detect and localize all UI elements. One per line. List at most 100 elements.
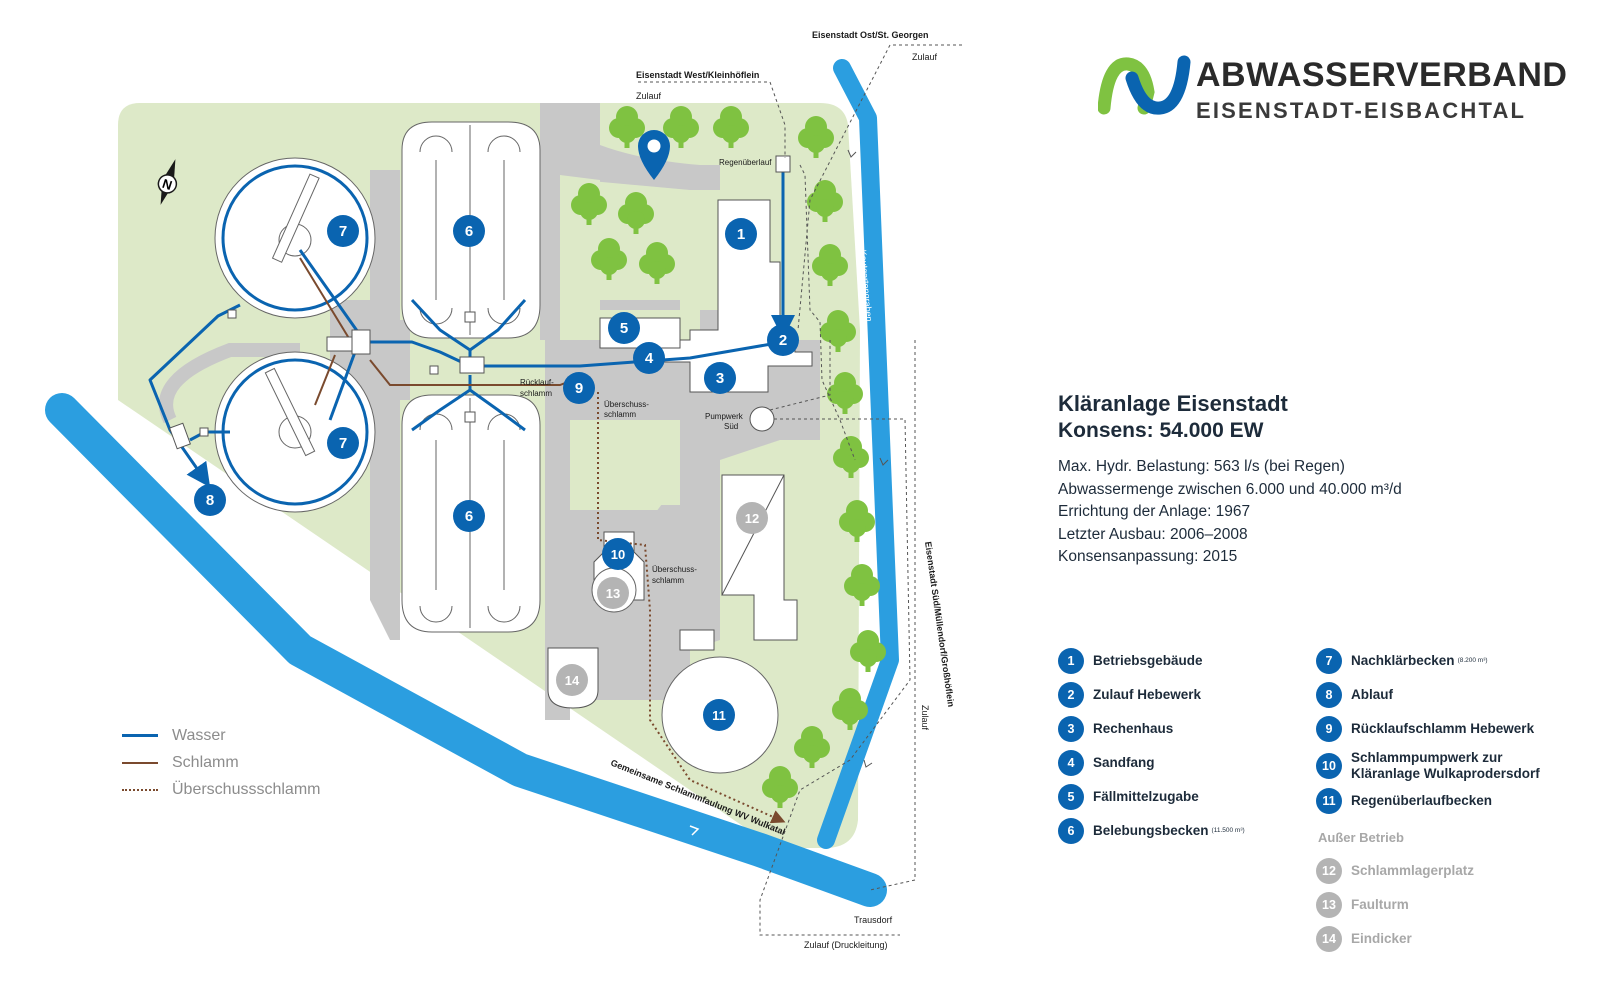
map-marker-7: 7 <box>327 215 359 247</box>
tree-icon <box>663 106 699 148</box>
label-ueberschuss-2a: Überschuss- <box>652 565 697 574</box>
legend-label: Sandfang <box>1093 755 1155 770</box>
map-marker-12: 12 <box>736 502 768 534</box>
label-sued-zulauf: Zulauf <box>920 705 930 731</box>
tree-icon <box>794 726 830 768</box>
tree-icon <box>591 238 627 280</box>
legend-note: (8.200 m³) <box>1457 657 1488 664</box>
info-line: Konsensanpassung: 2015 <box>1058 548 1238 565</box>
map-marker-10: 10 <box>602 538 634 570</box>
legend-note: (11.500 m³) <box>1211 827 1245 834</box>
tree-icon <box>609 106 645 148</box>
legend-number: 2 <box>1058 682 1084 708</box>
info-line: Max. Hydr. Belastung: 563 l/s (bei Regen… <box>1058 458 1345 475</box>
label-zulauf-west-sub: Zulauf <box>636 91 662 101</box>
svg-text:7: 7 <box>339 435 347 452</box>
legend-label: Regenüberlaufbecken <box>1351 793 1493 808</box>
line-legend-excess-label: Überschussschlamm <box>172 780 321 798</box>
legend-number: 10 <box>1316 753 1342 779</box>
svg-text:5: 5 <box>620 320 628 337</box>
legend-label: Schlammlagerplatz <box>1351 863 1475 878</box>
svg-text:1: 1 <box>737 226 745 243</box>
legend-number: 13 <box>1316 892 1342 918</box>
label-ueberschuss-1a: Überschuss- <box>604 400 649 409</box>
svg-text:12: 12 <box>745 511 759 526</box>
pumpwerk-sued <box>749 406 775 432</box>
line-legend-water: Wasser <box>122 722 362 749</box>
north-arrow: N <box>157 159 178 205</box>
legend-item: 10 Schlammpumpwerk zur Kläranlage Wulkapr… <box>1316 750 1556 782</box>
label-ruecklauf-2: schlamm <box>520 389 552 398</box>
label-trausdorf: Trausdorf <box>854 915 893 925</box>
label-pumpwerk-2: Süd <box>724 422 738 431</box>
legend-number: 6 <box>1058 818 1084 844</box>
label-ueberschuss-2b: schlamm <box>652 576 684 585</box>
svg-text:2: 2 <box>779 332 787 349</box>
label-trausdorf-sub: Zulauf (Druckleitung) <box>804 940 888 950</box>
legend-label: Rücklaufschlamm Hebewerk <box>1351 721 1535 736</box>
roads <box>330 103 820 720</box>
tree-icon <box>833 436 869 478</box>
excess-sludge-pipes <box>597 392 786 824</box>
label-ruecklauf-1: Rücklauf- <box>520 378 554 387</box>
svg-text:13: 13 <box>606 586 620 601</box>
svg-text:9: 9 <box>575 380 583 397</box>
legend-item: 4 Sandfang <box>1058 750 1155 776</box>
info-title: Kläranlage Eisenstadt <box>1058 391 1288 416</box>
map-marker-7: 7 <box>327 427 359 459</box>
location-pin-icon <box>638 130 670 180</box>
svg-text:14: 14 <box>565 673 580 688</box>
tree-icon <box>571 183 607 225</box>
legend-label: Schlammpumpwerk zur Kläranlage Wulkaprod… <box>1351 750 1540 781</box>
label-sued: Eisenstadt Süd/Müllendorf/Großhöflein <box>923 541 956 708</box>
svg-text:6: 6 <box>465 223 473 240</box>
clarifier-top <box>214 157 376 319</box>
map-marker-5: 5 <box>608 312 640 344</box>
info-line: Letzter Ausbau: 2006–2008 <box>1058 525 1248 543</box>
logo-wave-icon <box>1098 55 1191 115</box>
inflow-lines <box>638 44 962 936</box>
legend-number: 11 <box>1316 788 1342 814</box>
water-line-swatch <box>122 734 158 737</box>
tree-icon <box>820 310 856 352</box>
map-marker-9: 9 <box>563 372 595 404</box>
legend-number: 3 <box>1058 716 1084 742</box>
info-subtitle: Konsens: 54.000 EW <box>1058 419 1264 442</box>
map-marker-13: 13 <box>597 577 629 609</box>
map-marker-11: 11 <box>703 699 735 731</box>
svg-text:3: 3 <box>716 370 724 387</box>
legend-label: Betriebsgebäude <box>1093 653 1203 668</box>
map-marker-3: 3 <box>704 362 736 394</box>
tree-icon <box>618 192 654 234</box>
tree-icon <box>827 372 863 414</box>
tree-icon <box>639 242 675 284</box>
svg-text:11: 11 <box>712 708 726 723</box>
line-legend-sludge: Schlamm <box>122 749 362 776</box>
legend-number: 1 <box>1058 648 1084 674</box>
plant-map: N Eisenstadt Ost/St. Georgen Zulauf Eise… <box>45 30 962 950</box>
legend-number: 7 <box>1316 648 1342 674</box>
out-of-service-heading: Außer Betrieb <box>1318 830 1404 845</box>
logo-line2: EISENSTADT-EISBACHTAL <box>1196 98 1527 123</box>
north-label: N <box>160 176 174 193</box>
map-marker-4: 4 <box>633 342 665 374</box>
loop-road <box>159 343 300 424</box>
tree-icon <box>832 688 868 730</box>
tree-icon <box>713 106 749 148</box>
label-regenueberlauf: Regenüberlauf <box>719 158 772 167</box>
legend-number: 4 <box>1058 750 1084 776</box>
legend-label: Eindicker <box>1351 931 1412 946</box>
river-eisbach <box>45 393 887 907</box>
sludge-line-swatch <box>122 761 158 764</box>
legend-number: 12 <box>1316 858 1342 884</box>
